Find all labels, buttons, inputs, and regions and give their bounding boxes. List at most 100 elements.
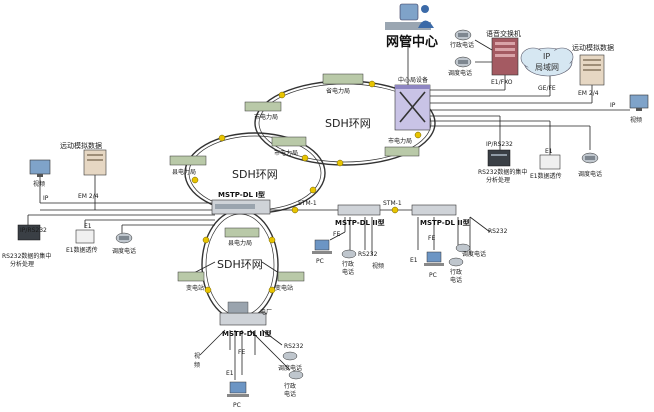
video-a-label: 视频 <box>372 262 384 270</box>
optical-connector-icon <box>301 154 309 162</box>
e1-right-label: E1 <box>545 148 553 155</box>
transmission-device-icon <box>219 301 267 326</box>
e1-transparent-right-label: E1数据透传 <box>530 172 562 180</box>
city-bureau-2-label: 市电力局 <box>274 149 298 157</box>
power-plant-label: 电厂 <box>260 308 272 316</box>
monitor-icon <box>629 94 649 111</box>
e1-c-label: E1 <box>226 370 234 377</box>
voice-switch-label: 语音交换机 <box>486 29 521 38</box>
admin-phone-b-2: 电话 <box>450 276 462 284</box>
optical-connector-icon <box>391 206 399 214</box>
mstp-dl2-c-label: MSTP-DL II型 <box>222 329 272 338</box>
ip-rs232-right-label: IP/RS232 <box>486 141 513 148</box>
network-center-title: 网管中心 <box>386 34 438 50</box>
monitor-icon <box>29 159 51 177</box>
rs232-collect-right-2: 分析处理 <box>486 176 510 184</box>
server-icon <box>17 224 41 241</box>
fe-a-label: FE <box>333 231 340 238</box>
admin-phone-c-1: 行政 <box>284 382 296 390</box>
rs232-a-label: RS232 <box>358 251 378 258</box>
telephone-icon <box>455 243 471 253</box>
pc-c-label: PC <box>233 402 241 409</box>
server-icon <box>75 229 95 244</box>
em-24-left-label: EM 2/4 <box>78 193 99 200</box>
mstp-dl1-label: MSTP-DL I型 <box>218 190 265 199</box>
video-c-1: 视 <box>194 352 200 360</box>
telephone-icon <box>341 249 357 259</box>
rs232-b-label: RS232 <box>488 228 508 235</box>
dispatch-phone-right-label: 调度电话 <box>578 170 602 178</box>
transmission-device-icon <box>411 204 457 216</box>
optical-connector-icon <box>268 286 276 294</box>
em-24-right-label: EM 2/4 <box>578 90 599 97</box>
county-bureau-1-label: 县电力局 <box>172 168 196 176</box>
telephone-icon <box>581 152 599 164</box>
admin-phone-label: 行政电话 <box>450 41 474 49</box>
building-icon <box>271 136 307 147</box>
switch-icon <box>394 84 431 131</box>
optical-connector-icon <box>268 236 276 244</box>
optical-connector-icon <box>368 80 376 88</box>
e1-fxo-label: E1/FXO <box>491 79 513 86</box>
dispatch-phone-left-label: 调度电话 <box>112 247 136 255</box>
optical-connector-icon <box>202 236 210 244</box>
central-device-label: 中心局设备 <box>398 76 428 84</box>
admin-phone-b-1: 行政 <box>450 268 462 276</box>
building-icon <box>384 146 420 157</box>
pc-icon <box>312 239 332 254</box>
dispatch-phone-label: 调度电话 <box>448 69 472 77</box>
server-icon <box>491 37 519 76</box>
stm1-b-label: STM-1 <box>383 200 402 207</box>
substation-1-label: 变电站 <box>186 284 204 292</box>
lan-label: 局域网 <box>535 62 559 72</box>
pc-a-label: PC <box>316 258 324 265</box>
telephone-icon <box>288 370 304 380</box>
ring-middle-label: SDH环网 <box>232 168 278 181</box>
ip-left-label: IP <box>43 195 49 202</box>
cloud-icon <box>520 47 574 77</box>
ring-bottom-label: SDH环网 <box>217 258 263 271</box>
rs232-c-label: RS232 <box>284 343 304 350</box>
telecontrol-right-label: 远动模拟数据 <box>572 43 614 52</box>
optical-connector-icon <box>191 176 199 184</box>
substation-2-label: 变电站 <box>275 284 293 292</box>
county-bureau-2-label: 县电力局 <box>228 239 252 247</box>
e1-transparent-left-label: E1数据透传 <box>66 246 98 254</box>
server-icon <box>487 149 511 167</box>
building-icon <box>277 271 305 282</box>
connection-lines <box>27 39 630 380</box>
rs232-collect-left-2: 分析处理 <box>10 260 34 268</box>
fe-c-label: FE <box>238 349 245 356</box>
building-icon <box>169 155 207 166</box>
transmission-device-icon <box>337 204 381 216</box>
mstp-dl2-b-label: MSTP-DL II型 <box>420 218 470 227</box>
telephone-icon <box>448 257 464 267</box>
ip-label-top: IP <box>543 52 550 61</box>
telephone-icon <box>282 351 298 361</box>
dispatch-phone-c-label: 调度电话 <box>278 364 302 372</box>
pc-icon <box>424 251 444 266</box>
pc-b-label: PC <box>429 272 437 279</box>
telephone-icon <box>454 29 472 41</box>
optical-connector-icon <box>218 134 226 142</box>
video-right-label: 视频 <box>630 116 642 124</box>
optical-connector-icon <box>336 159 344 167</box>
building-icon <box>244 101 282 112</box>
telephone-icon <box>115 232 133 244</box>
e1-left-label: E1 <box>84 223 92 230</box>
optical-connector-icon <box>204 286 212 294</box>
server-icon <box>83 149 107 176</box>
city-bureau-3-label: 市电力局 <box>388 137 412 145</box>
stm1-a-label: STM-1 <box>298 200 317 207</box>
rs232-collect-left-1: RS232数据的集中 <box>2 252 51 260</box>
server-icon <box>579 54 605 86</box>
video-left-label: 视频 <box>33 180 45 188</box>
operator-icon <box>385 3 434 30</box>
fe-b-label: FE <box>428 235 435 242</box>
telecontrol-left-label: 远动模拟数据 <box>60 141 102 150</box>
ip-rs232-left-label: IP/RS232 <box>20 227 47 234</box>
optical-connector-icon <box>414 131 422 139</box>
building-icon <box>177 271 205 282</box>
